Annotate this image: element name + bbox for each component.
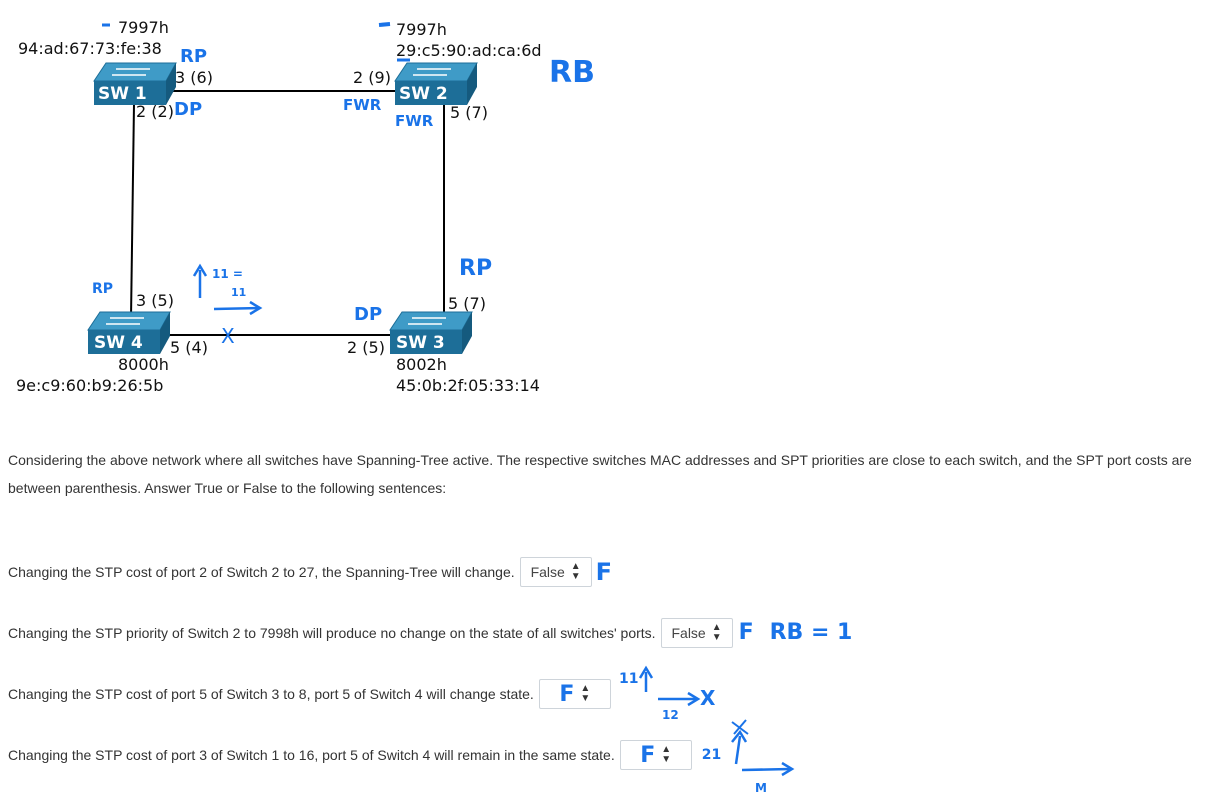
port-sw3-left: 2 (5) (347, 338, 385, 357)
sw2-switch-icon (394, 62, 478, 105)
q4-sub-note: M (755, 781, 767, 795)
port-sw2-left: 2 (9) (353, 68, 391, 87)
right-arrow-icon (213, 300, 263, 316)
port-sw3-up: 5 (7) (448, 294, 486, 313)
question-4: Changing the STP cost of port 3 of Switc… (8, 739, 721, 771)
intro-text: Considering the above network where all … (8, 452, 1192, 496)
q1-mark: F (595, 558, 613, 586)
q4-num-note: 21 (701, 747, 722, 763)
question-3-text: Changing the STP cost of port 5 of Switc… (8, 686, 534, 702)
q3-num2-note: 12 (662, 708, 679, 722)
sw4-switch-icon (87, 311, 171, 354)
question-2: Changing the STP priority of Switch 2 to… (8, 617, 852, 649)
question-2-selected: False (671, 625, 706, 641)
question-2-select[interactable]: False ▲▼ (660, 618, 733, 648)
port-sw1-down: 2 (2) (136, 102, 174, 121)
question-1-text: Changing the STP cost of port 2 of Switc… (8, 564, 515, 580)
sw1-dp-note: DP (174, 99, 203, 120)
question-2-text: Changing the STP priority of Switch 2 to… (8, 625, 656, 641)
updown-arrows-icon: ▲▼ (570, 561, 581, 582)
sw3-label: SW 3 (396, 333, 445, 353)
up-arrow-icon (192, 263, 208, 298)
sw2-label: SW 2 (399, 84, 448, 104)
sw3-priority: 8002h (396, 355, 447, 374)
sw3-dp-note: DP (354, 304, 383, 325)
sum-top-note: 11 = (212, 267, 243, 281)
sw3-switch-icon (389, 311, 473, 354)
sw2-fwr-left-note: FWR (343, 96, 382, 114)
q4-arrows-icon (731, 719, 795, 777)
sw3-rp-note: RP (459, 256, 493, 281)
q2-extra-note: RB = 1 (769, 620, 853, 645)
question-4-text: Changing the STP cost of port 3 of Switc… (8, 747, 615, 763)
port-sw1-right: 3 (6) (175, 68, 213, 87)
sw4-label: SW 4 (94, 333, 143, 353)
question-4-selected: F (640, 742, 656, 768)
sw1-label: SW 1 (98, 84, 147, 104)
port-sw4-up: 3 (5) (136, 291, 174, 310)
question-3-select[interactable]: F ▲▼ (538, 679, 611, 709)
port-sw2-down: 5 (7) (450, 103, 488, 122)
question-4-select[interactable]: F ▲▼ (619, 740, 692, 770)
question-3-selected: F (559, 681, 575, 707)
sw2-mac: 29:c5:90:ad:ca:6d (396, 41, 542, 60)
question-3: Changing the STP cost of port 5 of Switc… (8, 678, 611, 710)
question-1: Changing the STP cost of port 2 of Switc… (8, 556, 612, 588)
block-x-mark: X (221, 324, 235, 348)
updown-arrows-icon: ▲▼ (580, 683, 591, 704)
network-diagram: SW 1 SW 2 SW 3 SW 4 (87, 22, 478, 354)
sw1-priority: 7997h (118, 18, 169, 37)
sw1-mac: 94:ad:67:73:fe:38 (18, 39, 162, 58)
dash-mark-sw2 (378, 22, 391, 27)
q3-arrows-icon (638, 665, 701, 707)
sw4-rp-note: RP (92, 281, 114, 297)
sw2-priority: 7997h (396, 20, 447, 39)
sw1-rp-note: RP (180, 46, 208, 67)
sw1-switch-icon (93, 62, 177, 105)
updown-arrows-icon: ▲▼ (711, 622, 722, 643)
sw4-mac: 9e:c9:60:b9:26:5b (16, 376, 164, 395)
sw2-fwr-down-note: FWR (395, 112, 434, 130)
link-sw1-sw4 (130, 103, 135, 319)
sw2-rb-note: RB (549, 55, 595, 90)
updown-arrows-icon: ▲▼ (661, 744, 672, 765)
q3-x-mark: X (700, 686, 716, 710)
q3-num1-note: 11 (619, 671, 639, 687)
question-1-selected: False (530, 564, 565, 580)
q2-mark: F (738, 620, 754, 645)
sum-bottom-note: 11 (231, 286, 247, 299)
sw3-mac: 45:0b:2f:05:33:14 (396, 376, 540, 395)
question-1-select[interactable]: False ▲▼ (519, 557, 592, 587)
sw4-priority: 8000h (118, 355, 169, 374)
port-sw4-right: 5 (4) (170, 338, 208, 357)
